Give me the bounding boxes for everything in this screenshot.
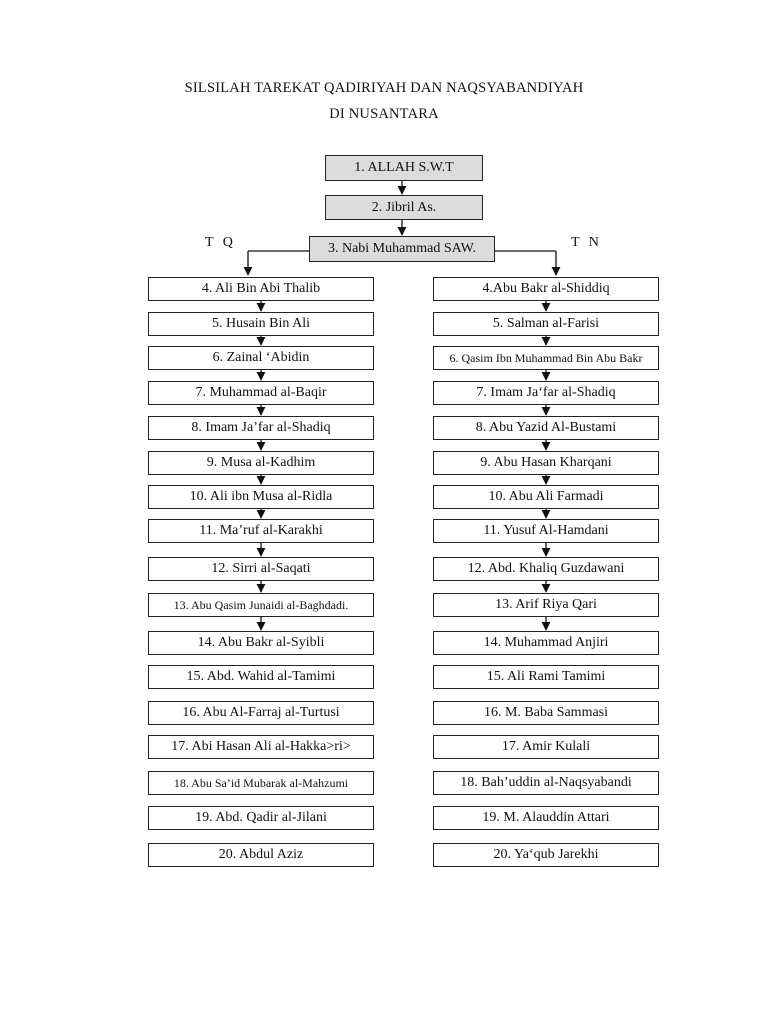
right-node-16: 16. M. Baba Sammasi [433, 701, 659, 725]
right-node-6-label: 6. Qasim Ibn Muhammad Bin Abu Bakr [449, 350, 643, 365]
left-node-5-label: 5. Husain Bin Ali [211, 316, 310, 331]
right-node-8: 8. Abu Yazid Al-Bustami [433, 416, 659, 440]
left-node-11: 11. Ma’ruf al-Karakhi [148, 519, 374, 543]
left-node-10: 10. Ali ibn Musa al-Ridla [148, 485, 374, 509]
right-node-13-label: 13. Arif Riya Qari [495, 597, 597, 612]
right-node-18-label: 18. Bah’uddin al-Naqsyabandi [460, 775, 632, 790]
right-node-15-label: 15. Ali Rami Tamimi [486, 669, 606, 684]
right-node-19-label: 19. M. Alauddin Attari [482, 810, 610, 825]
left-node-4: 4. Ali Bin Abi Thalib [148, 277, 374, 301]
top-node-1: 1. ALLAH S.W.T [325, 155, 483, 181]
left-node-7-label: 7. Muhammad al-Baqir [195, 385, 327, 400]
left-node-6: 6. Zainal ‘Abidin [148, 346, 374, 370]
top-node-1-label: 1. ALLAH S.W.T [354, 160, 454, 175]
right-node-5: 5. Salman al-Farisi [433, 312, 659, 336]
right-node-7-label: 7. Imam Ja‘far al-Shadiq [476, 385, 616, 400]
left-node-12: 12. Sirri al-Saqati [148, 557, 374, 581]
top-node-2: 2. Jibril As. [325, 195, 483, 220]
right-node-10: 10. Abu Ali Farmadi [433, 485, 659, 509]
right-node-8-label: 8. Abu Yazid Al-Bustami [475, 420, 617, 435]
right-node-9-label: 9. Abu Hasan Kharqani [480, 455, 612, 470]
right-node-18: 18. Bah’uddin al-Naqsyabandi [433, 771, 659, 795]
left-node-6-label: 6. Zainal ‘Abidin [212, 350, 310, 365]
left-node-16: 16. Abu Al-Farraj al-Turtusi [148, 701, 374, 725]
right-node-11-label: 11. Yusuf Al-Hamdani [483, 523, 609, 538]
left-node-8-label: 8. Imam Ja’far al-Shadiq [191, 420, 331, 435]
left-node-5: 5. Husain Bin Ali [148, 312, 374, 336]
right-node-16-label: 16. M. Baba Sammasi [483, 705, 609, 720]
top-node-2-label: 2. Jibril As. [371, 199, 437, 215]
left-node-15-label: 15. Abd. Wahid al-Tamimi [186, 669, 336, 684]
right-node-12-label: 12. Abd. Khaliq Guzdawani [467, 561, 625, 576]
left-node-9: 9. Musa al-Kadhim [148, 451, 374, 475]
left-node-12-label: 12. Sirri al-Saqati [211, 561, 311, 576]
right-node-6: 6. Qasim Ibn Muhammad Bin Abu Bakr [433, 346, 659, 370]
right-node-4-label: 4.Abu Bakr al-Shiddiq [482, 281, 610, 296]
right-node-5-label: 5. Salman al-Farisi [492, 316, 600, 331]
right-node-14: 14. Muhammad Anjiri [433, 631, 659, 655]
right-branch-label: T N [571, 235, 602, 250]
right-node-4: 4.Abu Bakr al-Shiddiq [433, 277, 659, 301]
left-node-11-label: 11. Ma’ruf al-Karakhi [199, 523, 323, 538]
left-node-20: 20. Abdul Aziz [148, 843, 374, 867]
right-node-17-label: 17. Amir Kulali [501, 739, 591, 754]
right-node-20-label: 20. Ya‘qub Jarekhi [493, 847, 599, 862]
left-node-15: 15. Abd. Wahid al-Tamimi [148, 665, 374, 689]
left-node-19: 19. Abd. Qadir al-Jilani [148, 806, 374, 830]
left-node-18-label: 18. Abu Sa’id Mubarak al-Mahzumi [173, 775, 349, 790]
left-node-19-label: 19. Abd. Qadir al-Jilani [195, 810, 327, 825]
top-node-3: 3. Nabi Muhammad SAW. [309, 236, 495, 262]
left-node-14: 14. Abu Bakr al-Syibli [148, 631, 374, 655]
left-node-9-label: 9. Musa al-Kadhim [206, 455, 316, 470]
chart-title: SILSILAH TAREKAT QADIRIYAH DAN NAQSYABAN… [184, 80, 584, 96]
right-node-11: 11. Yusuf Al-Hamdani [433, 519, 659, 543]
left-node-8: 8. Imam Ja’far al-Shadiq [148, 416, 374, 440]
right-node-13: 13. Arif Riya Qari [433, 593, 659, 617]
left-node-4-label: 4. Ali Bin Abi Thalib [201, 281, 321, 296]
left-branch-label: T Q [205, 235, 236, 250]
right-node-12: 12. Abd. Khaliq Guzdawani [433, 557, 659, 581]
right-node-14-label: 14. Muhammad Anjiri [483, 635, 609, 650]
left-node-13-label: 13. Abu Qasim Junaidi al-Baghdadi. [173, 597, 349, 612]
left-node-20-label: 20. Abdul Aziz [218, 847, 304, 862]
right-node-19: 19. M. Alauddin Attari [433, 806, 659, 830]
left-node-10-label: 10. Ali ibn Musa al-Ridla [189, 489, 333, 504]
right-node-10-label: 10. Abu Ali Farmadi [488, 489, 604, 504]
left-node-13: 13. Abu Qasim Junaidi al-Baghdadi. [148, 593, 374, 617]
left-node-7: 7. Muhammad al-Baqir [148, 381, 374, 405]
right-node-7: 7. Imam Ja‘far al-Shadiq [433, 381, 659, 405]
left-node-14-label: 14. Abu Bakr al-Syibli [197, 635, 325, 650]
right-node-15: 15. Ali Rami Tamimi [433, 665, 659, 689]
right-node-17: 17. Amir Kulali [433, 735, 659, 759]
left-node-17-label: 17. Abi Hasan Ali al-Hakka>ri> [171, 739, 351, 754]
top-node-3-label: 3. Nabi Muhammad SAW. [327, 241, 477, 256]
left-node-18: 18. Abu Sa’id Mubarak al-Mahzumi [148, 771, 374, 795]
left-node-16-label: 16. Abu Al-Farraj al-Turtusi [182, 705, 340, 720]
chart-subtitle: DI NUSANTARA [329, 106, 439, 122]
right-node-9: 9. Abu Hasan Kharqani [433, 451, 659, 475]
left-node-17: 17. Abi Hasan Ali al-Hakka>ri> [148, 735, 374, 759]
right-node-20: 20. Ya‘qub Jarekhi [433, 843, 659, 867]
